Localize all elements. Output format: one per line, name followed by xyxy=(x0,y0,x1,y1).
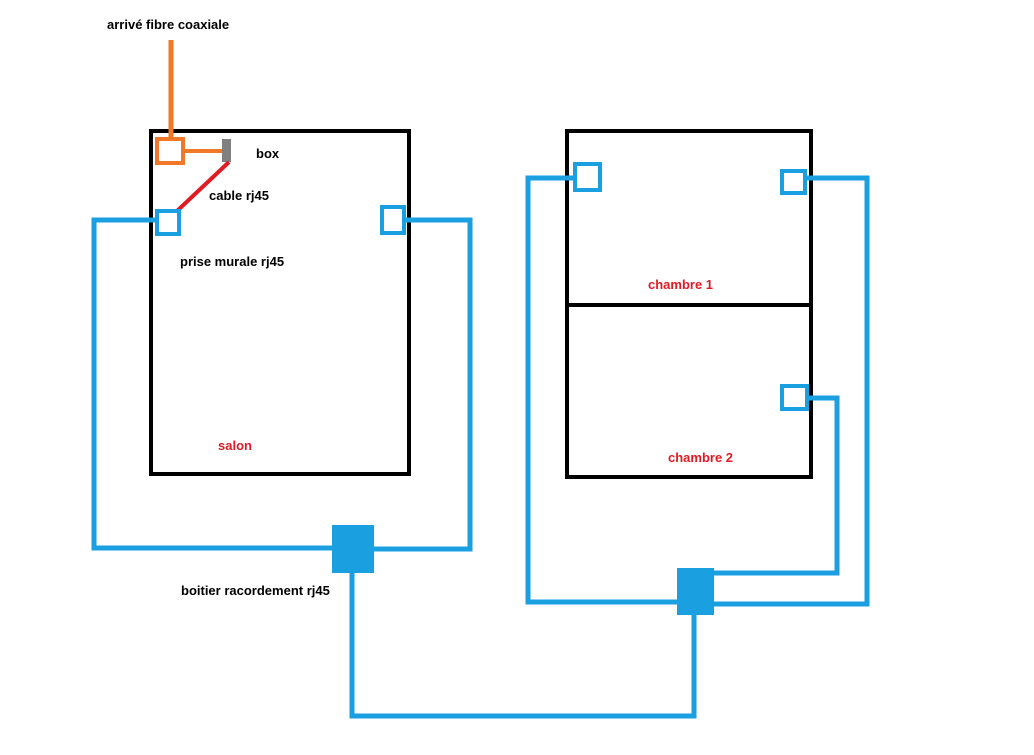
chambre2-socket xyxy=(780,384,809,411)
junction-box-salon xyxy=(332,525,374,573)
chambre1-right-cable xyxy=(714,175,870,607)
label-fiber-input: arrivé fibre coaxiale xyxy=(107,17,229,32)
chambre2-cable xyxy=(714,395,840,576)
chambre1-socket-left xyxy=(573,162,602,192)
label-salon: salon xyxy=(218,438,252,453)
fiber-outlet xyxy=(155,137,185,165)
junction-box-chambres xyxy=(677,568,714,615)
label-cable-rj45: cable rj45 xyxy=(209,188,269,203)
chambre1-left-cable xyxy=(525,175,677,605)
box-device xyxy=(222,139,231,162)
junction-link-cable xyxy=(349,573,697,719)
salon-room xyxy=(149,129,411,476)
salon-wall-socket-right xyxy=(380,205,406,235)
chambre1-socket-right xyxy=(780,169,807,195)
rj45-patch-cable xyxy=(175,160,231,213)
salon-right-cable xyxy=(374,217,473,552)
label-chambre-2: chambre 2 xyxy=(668,450,733,465)
label-chambre-1: chambre 1 xyxy=(648,277,713,292)
salon-left-cable xyxy=(91,217,332,551)
label-wall-socket: prise murale rj45 xyxy=(180,254,284,269)
label-junction-box: boitier racordement rj45 xyxy=(181,583,330,598)
salon-wall-socket-left xyxy=(155,209,181,236)
label-box: box xyxy=(256,146,280,161)
